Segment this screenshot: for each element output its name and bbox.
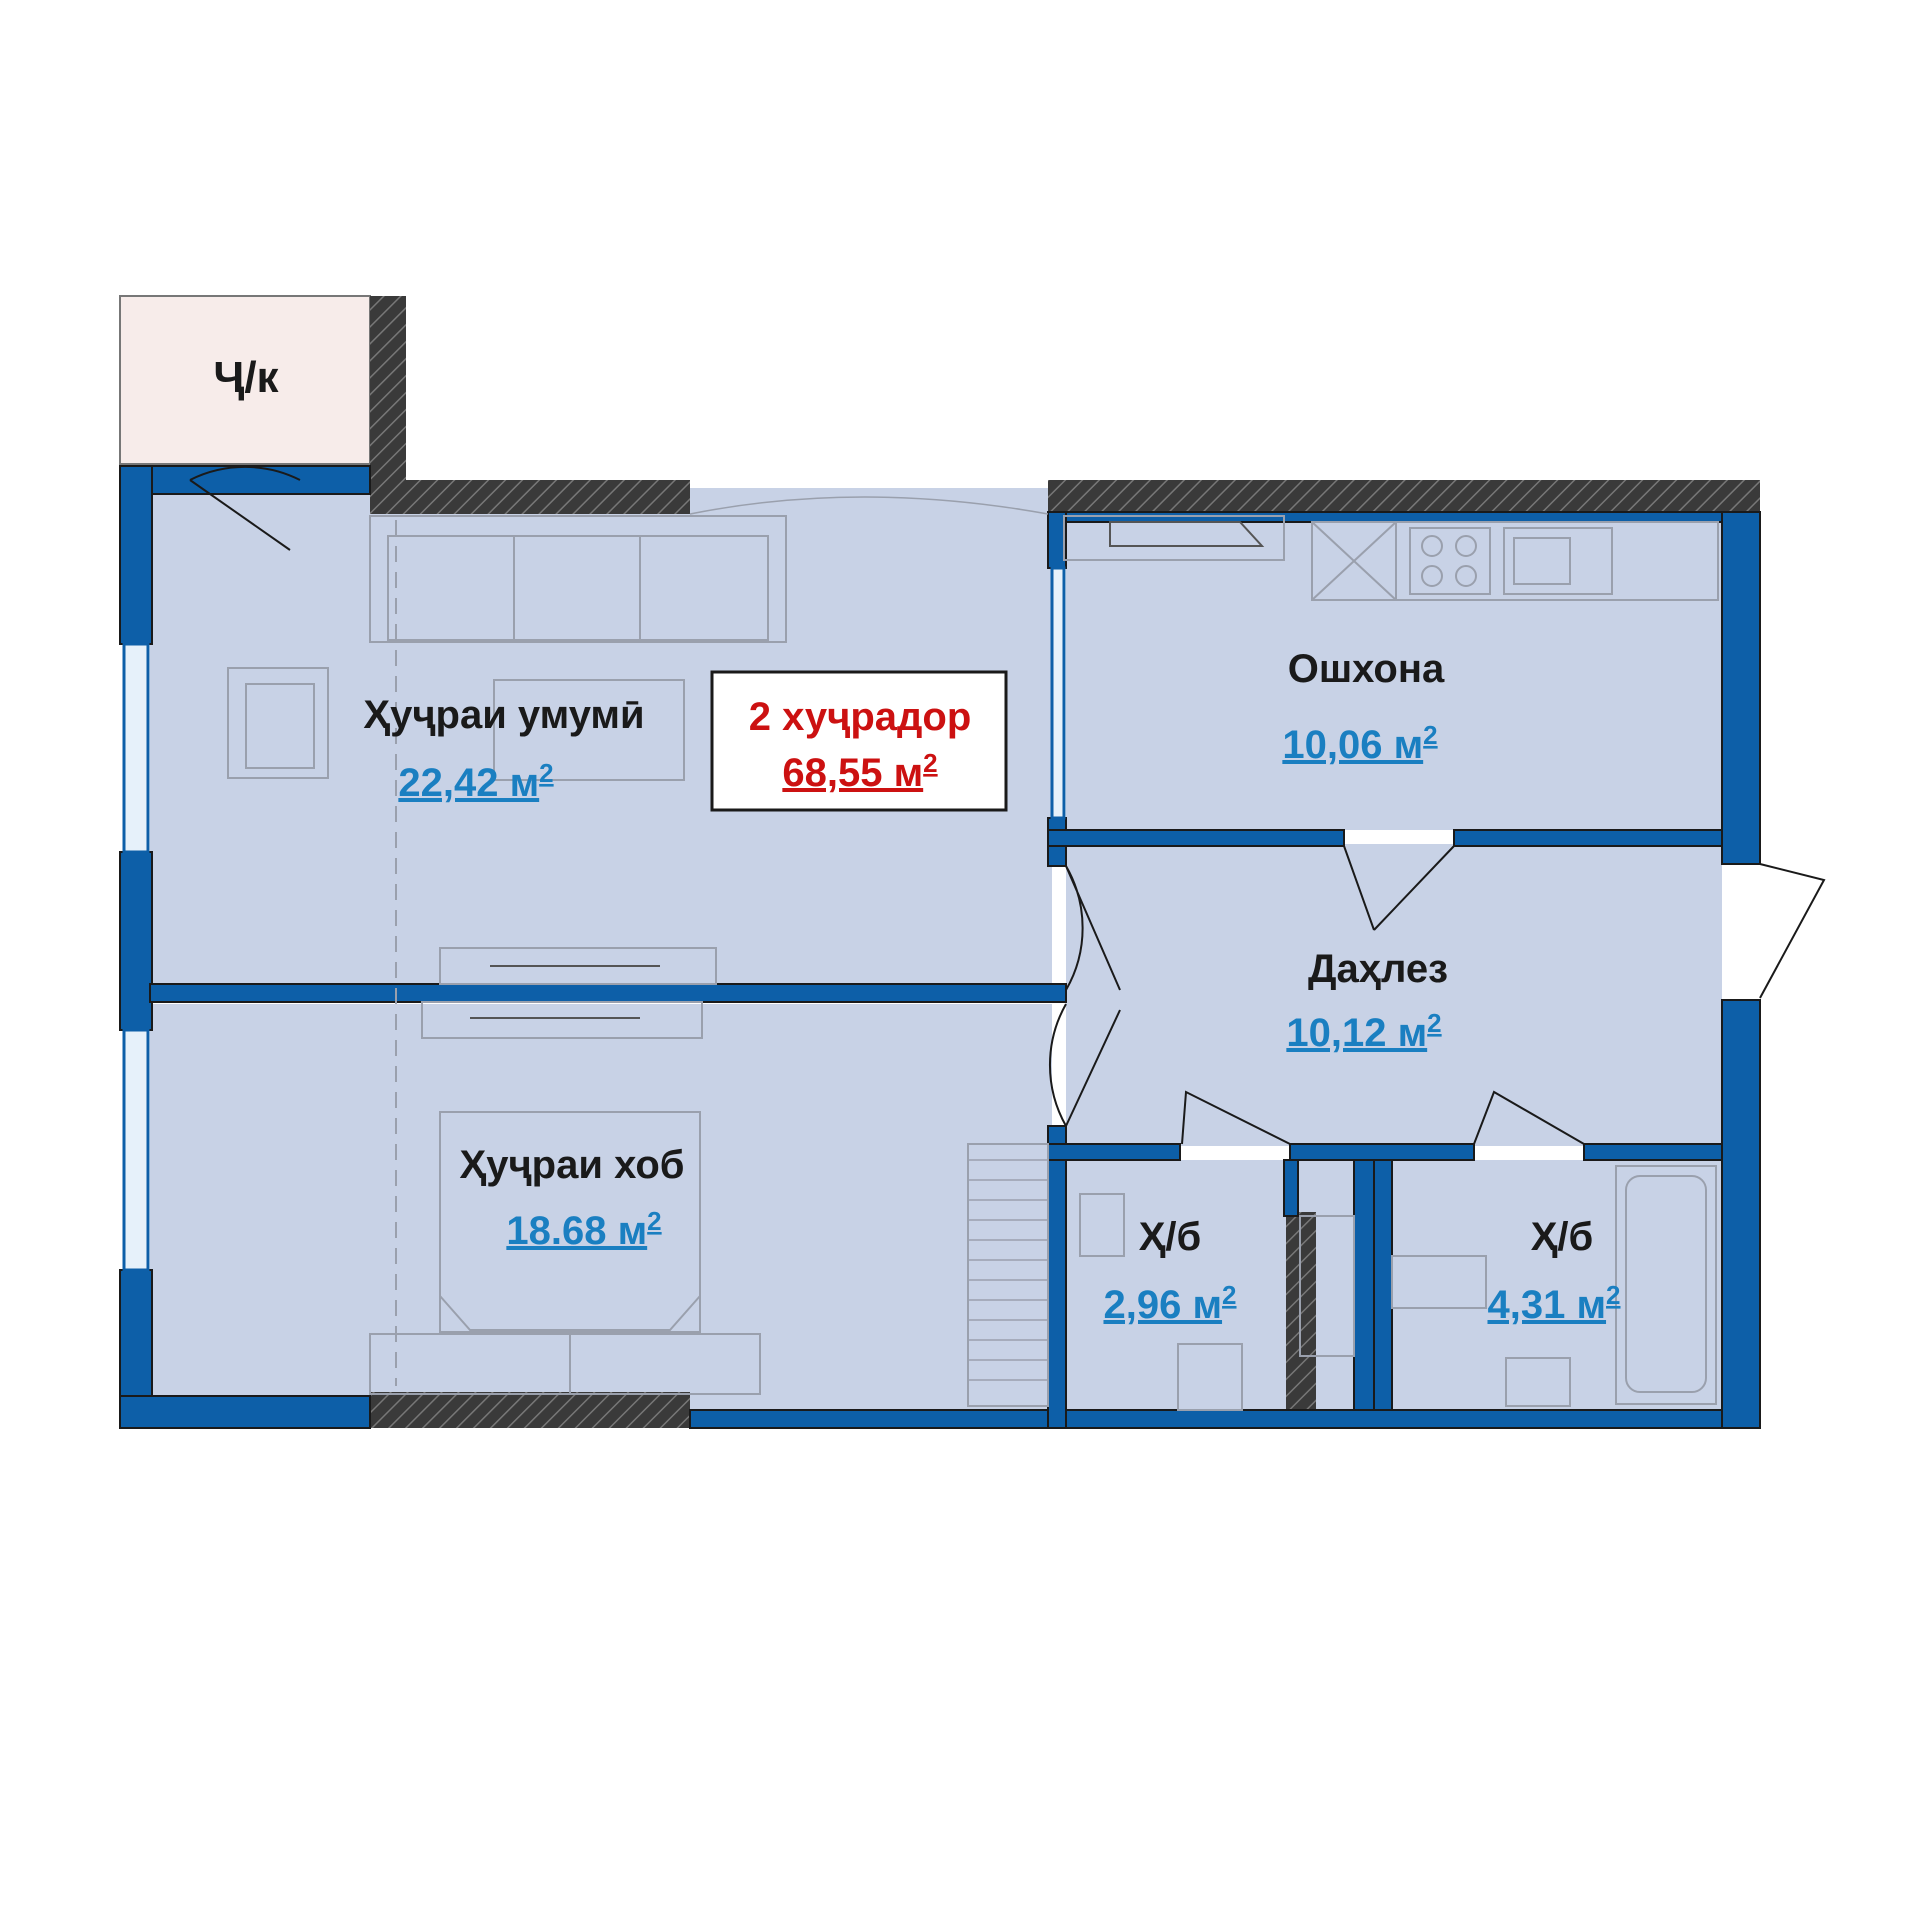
- bath1-floor: [1066, 1160, 1284, 1410]
- bedroom-floor: [150, 1004, 1052, 1410]
- hatched-wall: [370, 1392, 690, 1428]
- hatched-wall: [1048, 480, 1760, 514]
- bedroom-area: 18.68 м2: [506, 1206, 661, 1253]
- bath2-area: 4,31 м2: [1487, 1280, 1620, 1327]
- hall-area: 10,12 м2: [1286, 1008, 1441, 1055]
- bath-fixtures: [1079, 1165, 1717, 1411]
- living-room-name: Ҳуҷраи умумӣ: [363, 693, 644, 737]
- hall-name: Даҳлез: [1308, 947, 1448, 991]
- blue-walls: [119, 465, 1761, 1429]
- windows: [122, 566, 1066, 1272]
- kitchen-area: 10,06 м2: [1282, 720, 1437, 767]
- living-furniture: [227, 496, 1049, 1386]
- doors: [189, 465, 1826, 1145]
- total-area-box: [710, 670, 1008, 812]
- storage-name: Ҷ/к: [213, 353, 279, 402]
- kitchen-name: Ошхона: [1288, 647, 1445, 691]
- total-rooms: 2 хуҷрадор: [749, 695, 972, 739]
- bedroom-name: Ҳуҷраи хоб: [460, 1143, 685, 1187]
- living-room-area: 22,42 м2: [398, 758, 553, 805]
- kitchen-furniture: [1063, 515, 1719, 601]
- bath2-name: Ҳ/б: [1531, 1215, 1594, 1259]
- bath2-floor: [1392, 1160, 1722, 1410]
- hall-floor: [1066, 844, 1722, 1146]
- storage-room: [119, 295, 371, 465]
- hatched-wall: [370, 480, 690, 514]
- bath1-name: Ҳ/б: [1139, 1215, 1202, 1259]
- total-area: 68,55 м2: [782, 748, 937, 795]
- bedroom-furniture: [369, 1111, 1049, 1407]
- hatched-wall: [370, 296, 406, 514]
- bath1-area: 2,96 м2: [1103, 1280, 1236, 1327]
